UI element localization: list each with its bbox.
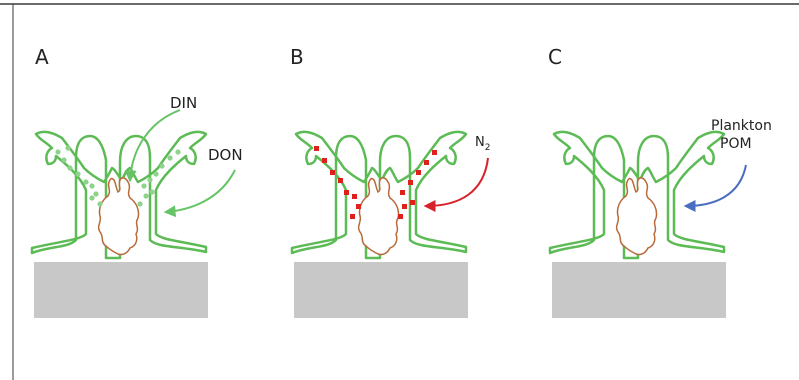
don-label: DON	[208, 146, 243, 164]
pom-label: POM	[720, 136, 752, 152]
panel-c: C Plankton POM	[548, 45, 772, 318]
panel-b-label: B	[290, 45, 304, 69]
don-arrow	[166, 170, 235, 212]
panel-c-label: C	[548, 45, 562, 69]
panel-b: B N2	[290, 45, 490, 318]
substrate-block	[34, 262, 208, 318]
substrate-block	[552, 262, 726, 318]
panel-a: A DIN DON	[32, 45, 243, 318]
panel-a-label: A	[35, 45, 49, 69]
n2-label: N2	[475, 135, 490, 153]
plankton-label: Plankton	[711, 118, 772, 134]
substrate-block	[294, 262, 468, 318]
plankton-pom-arrow	[686, 165, 746, 206]
din-label: DIN	[170, 94, 197, 112]
